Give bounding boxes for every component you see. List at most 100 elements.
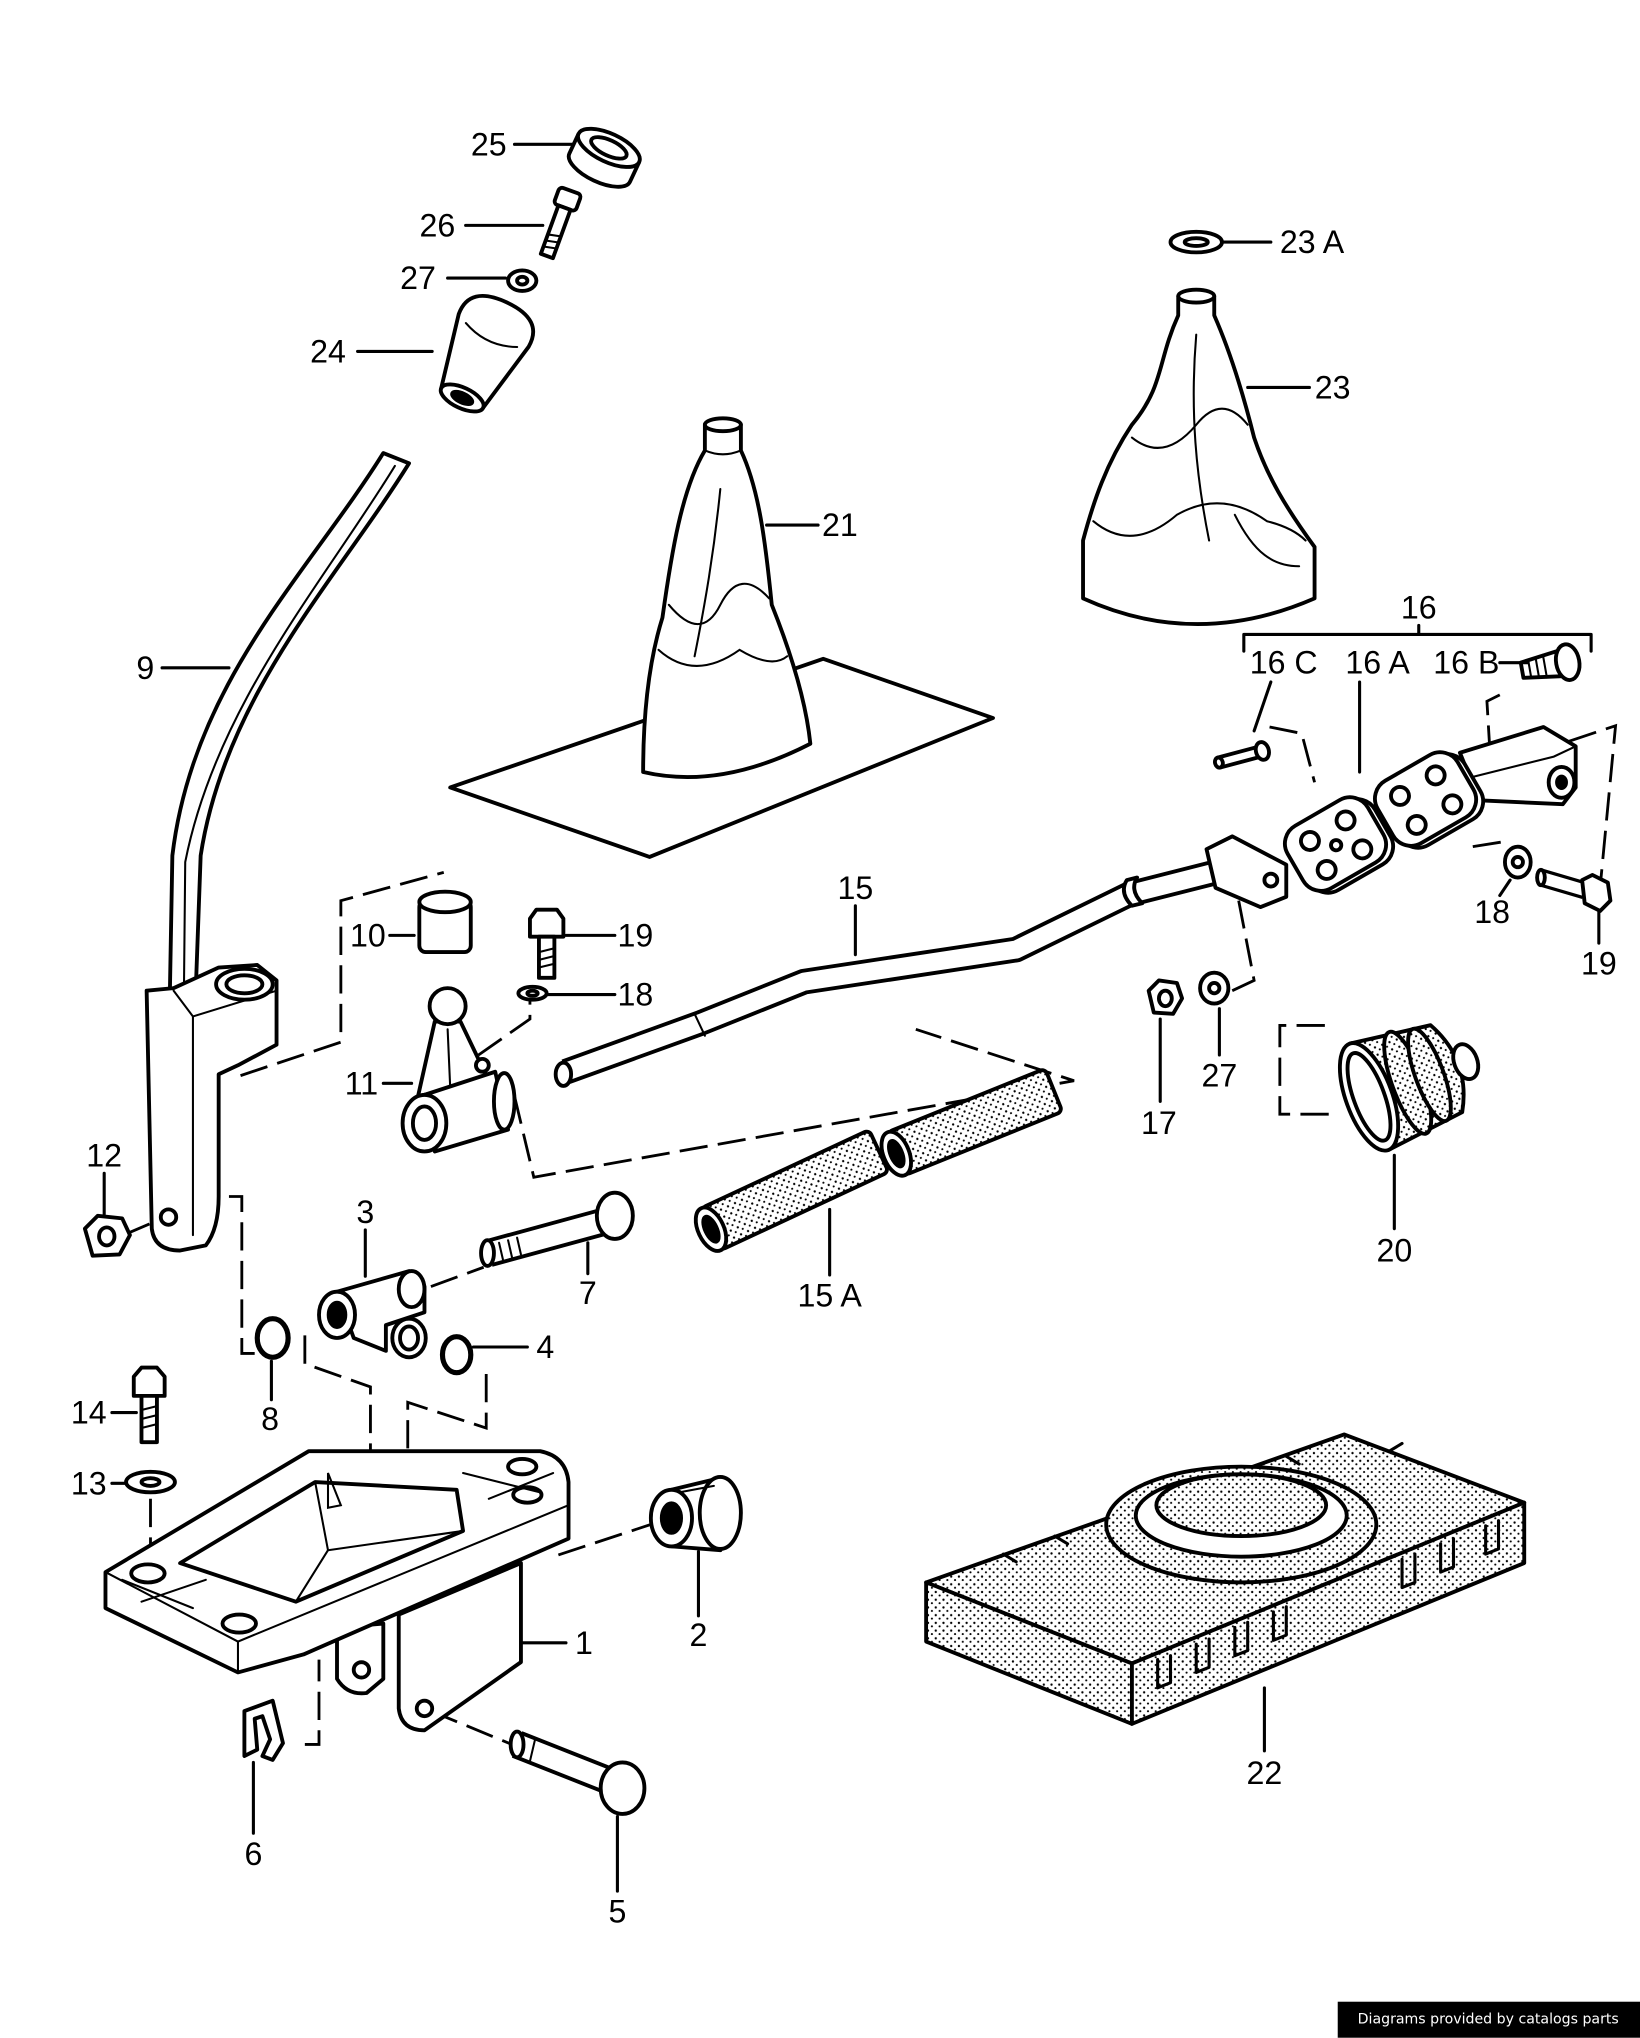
callout-7: 7 — [579, 1241, 597, 1311]
part-boot — [1081, 287, 1317, 627]
callout-21: 21 — [765, 507, 858, 543]
part-rubber-bushing — [648, 1474, 743, 1553]
callout-16: 16 — [1242, 589, 1593, 653]
callout-10: 10 — [350, 917, 416, 953]
part-base-housing — [103, 1449, 571, 1733]
callout-22-label: 22 — [1247, 1755, 1283, 1791]
footer-credit: Diagrams provided by catalogs parts — [1337, 2001, 1640, 2038]
part-o-ring-left — [254, 1316, 291, 1360]
callout-26-label: 26 — [419, 207, 455, 243]
callout-10-label: 10 — [350, 917, 386, 953]
callout-19-upper-label: 19 — [618, 917, 654, 953]
part-coupling-flange — [1373, 725, 1578, 850]
part-o-ring-right — [439, 1334, 474, 1376]
part-hex-bolt-coupling — [1535, 867, 1613, 913]
part-hex-bolt-base — [131, 1365, 167, 1445]
part-pivot-pin — [508, 1729, 647, 1816]
callout-27-lower-label: 27 — [1202, 1058, 1238, 1094]
part-coupling-bolt — [1213, 740, 1271, 770]
callout-5: 5 — [608, 1814, 626, 1930]
part-boot-with-plate — [448, 416, 995, 859]
callout-4: 4 — [471, 1329, 554, 1365]
callout-19-upper: 19 — [564, 917, 654, 953]
callout-23: 23 — [1246, 369, 1351, 405]
callout-2-label: 2 — [690, 1617, 708, 1653]
callout-1-label: 1 — [575, 1625, 593, 1661]
part-coupling-pin — [1518, 642, 1582, 682]
callout-23a-label: 23 A — [1280, 224, 1345, 260]
callout-11: 11 — [345, 1065, 414, 1101]
callout-3-label: 3 — [356, 1194, 374, 1230]
part-lock-washer-coupling — [1503, 844, 1533, 880]
part-washer-coupling — [1198, 970, 1231, 1006]
callout-11-label: 11 — [345, 1065, 378, 1101]
callout-20: 20 — [1376, 1153, 1412, 1269]
callout-16-label: 16 — [1401, 589, 1437, 625]
callout-27-lower: 27 — [1202, 1007, 1238, 1094]
part-washer-upper — [506, 268, 539, 293]
callout-2: 2 — [690, 1549, 708, 1653]
part-shift-rod — [553, 834, 1289, 1088]
part-shift-lever — [144, 451, 411, 1253]
callout-16c-label: 16 C — [1250, 645, 1318, 681]
part-foam-insulation — [924, 1432, 1527, 1726]
callout-15a: 15 A — [797, 1207, 862, 1314]
callout-13-label: 13 — [71, 1465, 107, 1501]
callout-16b: 16 B — [1433, 645, 1530, 681]
part-lock-washer-upper — [516, 984, 549, 1002]
part-cap — [566, 126, 642, 189]
part-nut-coupling — [1146, 978, 1185, 1016]
callout-27-upper-label: 27 — [400, 260, 436, 296]
callout-18-upper: 18 — [546, 977, 654, 1013]
part-washer-base — [124, 1469, 177, 1495]
footer-credit-text: Diagrams provided by catalogs parts — [1358, 2012, 1619, 2028]
callout-16a-label: 16 A — [1345, 645, 1410, 681]
callout-19-lower-label: 19 — [1581, 946, 1617, 982]
callout-15a-label: 15 A — [797, 1278, 862, 1314]
part-lever-cap — [417, 889, 473, 955]
part-retaining-clip — [242, 1698, 285, 1762]
callout-9-label: 9 — [136, 650, 154, 686]
callout-17: 17 — [1141, 1017, 1177, 1141]
part-gaiter-ring — [1337, 1023, 1481, 1153]
callout-5-label: 5 — [608, 1894, 626, 1930]
callout-20-label: 20 — [1376, 1233, 1412, 1269]
callout-25-label: 25 — [471, 126, 507, 162]
callout-12: 12 — [86, 1137, 122, 1217]
part-boot-washer — [1168, 229, 1224, 255]
part-hex-bolt-upper — [528, 907, 566, 980]
callout-14-label: 14 — [71, 1395, 107, 1431]
part-shift-knob — [438, 294, 536, 414]
part-pivot-bolt — [479, 1190, 635, 1268]
callout-22: 22 — [1247, 1686, 1283, 1791]
callout-25: 25 — [471, 126, 574, 162]
callout-1: 1 — [520, 1625, 593, 1661]
callout-24-label: 24 — [310, 333, 346, 369]
callout-15-label: 15 — [837, 870, 873, 906]
callout-23a: 23 A — [1220, 224, 1345, 260]
callout-9: 9 — [136, 650, 231, 686]
callout-3: 3 — [356, 1194, 374, 1278]
callout-6: 6 — [244, 1760, 262, 1872]
callouts: 25 26 27 24 9 21 23 A 23 16 16 C 16 A 16… — [71, 126, 1617, 1929]
part-nut-lever — [82, 1213, 132, 1258]
callout-18-upper-label: 18 — [618, 977, 654, 1013]
callout-14: 14 — [71, 1395, 138, 1431]
callout-7-label: 7 — [579, 1275, 597, 1311]
part-coupling-disc — [1282, 795, 1396, 895]
part-bolt-small — [538, 185, 583, 261]
callout-17-label: 17 — [1141, 1105, 1177, 1141]
callout-27-upper: 27 — [400, 260, 508, 296]
part-rod-bushing-right — [879, 1068, 1063, 1178]
callout-12-label: 12 — [86, 1137, 122, 1173]
callout-6-label: 6 — [244, 1836, 262, 1872]
callout-18-lower-label: 18 — [1474, 894, 1510, 930]
callout-23-label: 23 — [1315, 369, 1351, 405]
part-bearing-housing — [317, 1269, 428, 1360]
callout-24: 24 — [310, 333, 434, 369]
callout-8-label: 8 — [261, 1401, 279, 1437]
callout-16b-label: 16 B — [1433, 645, 1499, 681]
part-selector-lever — [400, 986, 517, 1154]
callout-16a: 16 A — [1345, 645, 1410, 774]
